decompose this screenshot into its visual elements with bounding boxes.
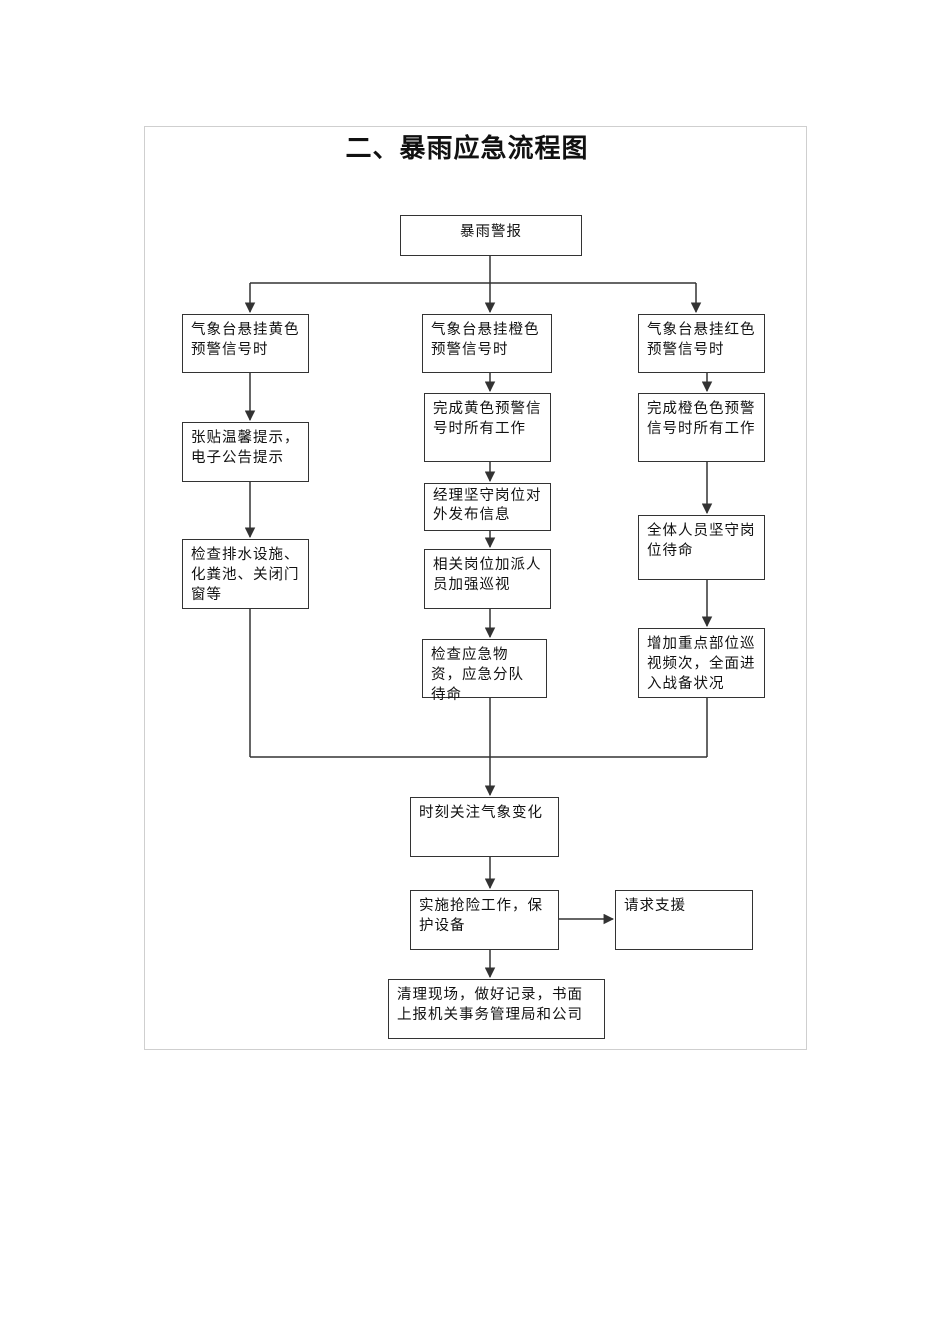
node-yellow-signal: 气象台悬挂黄色预警信号时: [182, 314, 309, 373]
node-post-notice: 张贴温馨提示，电子公告提示: [182, 422, 309, 482]
node-alarm-text: 暴雨警报: [460, 224, 522, 240]
diagram-frame: [144, 126, 807, 1050]
node-request-support: 请求支援: [615, 890, 753, 950]
node-cleanup-report: 清理现场，做好记录，书面上报机关事务管理局和公司: [388, 979, 605, 1039]
node-red-signal-text: 气象台悬挂红色预警信号时: [647, 322, 756, 358]
node-all-staff-text: 全体人员坚守岗位待命: [647, 523, 756, 559]
node-check-drainage: 检查排水设施、化粪池、关闭门窗等: [182, 539, 309, 609]
node-red-signal: 气象台悬挂红色预警信号时: [638, 314, 765, 373]
node-check-supplies: 检查应急物资，应急分队待命: [422, 639, 547, 703]
node-finish-orange: 完成橙色色预警信号时所有工作: [638, 393, 765, 462]
node-orange-signal: 气象台悬挂橙色预警信号时: [422, 314, 552, 373]
node-monitor-weather-text: 时刻关注气象变化: [419, 805, 543, 821]
node-check-supplies-text: 检查应急物资，应急分队待命: [431, 647, 524, 703]
node-check-drainage-text: 检查排水设施、化粪池、关闭门窗等: [191, 547, 300, 603]
diagram-title: 二、暴雨应急流程图: [0, 128, 950, 165]
node-increase-patrol-text: 增加重点部位巡视频次，全面进入战备状况: [647, 636, 756, 692]
node-post-notice-text: 张贴温馨提示，电子公告提示: [191, 430, 300, 466]
node-cleanup-report-text: 清理现场，做好记录，书面上报机关事务管理局和公司: [397, 987, 583, 1023]
diagram-title-text: 二、暴雨应急流程图: [345, 134, 589, 164]
node-monitor-weather: 时刻关注气象变化: [410, 797, 559, 857]
node-add-patrol: 相关岗位加派人员加强巡视: [424, 549, 551, 609]
node-request-support-text: 请求支援: [624, 898, 686, 914]
node-all-staff: 全体人员坚守岗位待命: [638, 515, 765, 580]
node-add-patrol-text: 相关岗位加派人员加强巡视: [433, 557, 542, 593]
node-yellow-signal-text: 气象台悬挂黄色预警信号时: [191, 322, 300, 358]
node-finish-orange-text: 完成橙色色预警信号时所有工作: [647, 401, 756, 437]
node-rescue-work: 实施抢险工作，保护设备: [410, 890, 559, 950]
node-finish-yellow: 完成黄色预警信号时所有工作: [424, 393, 551, 462]
node-orange-signal-text: 气象台悬挂橙色预警信号时: [431, 322, 540, 358]
node-alarm: 暴雨警报: [400, 215, 582, 256]
node-increase-patrol: 增加重点部位巡视频次，全面进入战备状况: [638, 628, 765, 698]
node-finish-yellow-text: 完成黄色预警信号时所有工作: [433, 401, 542, 437]
node-manager-duty-text: 经理坚守岗位对外发布信息: [433, 488, 542, 523]
node-rescue-work-text: 实施抢险工作，保护设备: [419, 898, 543, 934]
node-manager-duty: 经理坚守岗位对外发布信息: [424, 483, 551, 531]
